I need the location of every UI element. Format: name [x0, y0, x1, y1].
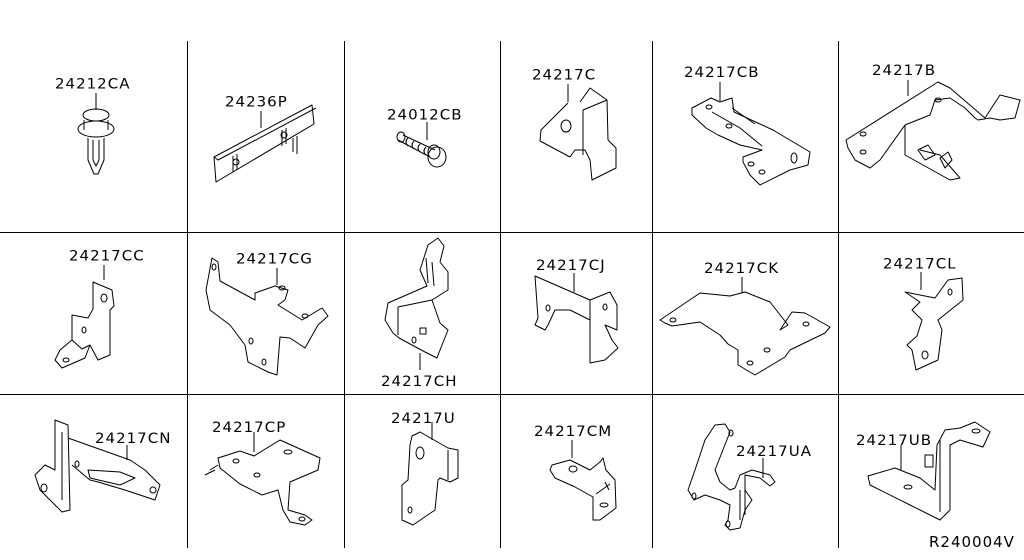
- part-label-24217CK[interactable]: 24217CK: [704, 259, 780, 277]
- bracket-24217CP-drawing: [204, 432, 321, 526]
- part-label-24217CM[interactable]: 24217CM: [534, 422, 613, 440]
- grid-divider-h2: [0, 394, 1024, 395]
- part-label-24236P[interactable]: 24236P: [225, 93, 288, 111]
- bracket-24217CC-drawing: [54, 265, 115, 369]
- bracket-24217UB-drawing: [867, 421, 991, 521]
- part-label-24217B[interactable]: 24217B: [872, 61, 937, 79]
- bracket-24217UA-drawing: [687, 423, 776, 531]
- bracket-24217CN-drawing: [34, 419, 161, 513]
- bracket-24217U-drawing: [401, 422, 459, 526]
- bracket-24217CG-drawing: [205, 257, 329, 376]
- part-label-24217CB[interactable]: 24217CB: [684, 63, 760, 81]
- clip-drawing: [77, 93, 115, 175]
- protector-drawing: [213, 104, 317, 183]
- bracket-24217CB-drawing: [691, 82, 811, 186]
- part-label-24217CJ[interactable]: 24217CJ: [536, 256, 606, 274]
- part-label-24217CC[interactable]: 24217CC: [69, 247, 145, 265]
- bracket-24217C-drawing: [539, 84, 617, 181]
- bracket-24217CM-drawing: [549, 440, 617, 521]
- bracket-24217CJ-drawing: [534, 273, 619, 364]
- part-label-24217UA[interactable]: 24217UA: [736, 442, 812, 460]
- part-label-24217CP[interactable]: 24217CP: [212, 418, 287, 436]
- part-label-24012CB[interactable]: 24012CB: [387, 106, 463, 124]
- diagram-reference-code: R240004V: [929, 533, 1015, 551]
- part-label-24217CN[interactable]: 24217CN: [95, 429, 172, 447]
- bolt-drawing: [396, 122, 447, 168]
- part-label-24217CL[interactable]: 24217CL: [883, 255, 957, 273]
- part-label-24217CG[interactable]: 24217CG: [236, 250, 313, 268]
- grid-divider-v3: [500, 41, 501, 548]
- bracket-24217CH-drawing: [384, 237, 449, 370]
- bracket-24217CK-drawing: [659, 277, 831, 376]
- part-label-24217U[interactable]: 24217U: [391, 409, 456, 427]
- grid-divider-v2: [344, 41, 345, 548]
- bracket-24217CL-drawing: [904, 272, 964, 371]
- part-label-24217CH[interactable]: 24217CH: [381, 372, 458, 390]
- grid-divider-v1: [187, 41, 188, 548]
- grid-divider-v4: [652, 41, 653, 548]
- grid-divider-h1: [0, 232, 1024, 233]
- bracket-24217B-drawing: [845, 80, 1021, 181]
- part-label-24217UB[interactable]: 24217UB: [856, 431, 932, 449]
- grid-divider-v5: [838, 41, 839, 548]
- part-label-24217C[interactable]: 24217C: [532, 66, 597, 84]
- part-label-24212CA[interactable]: 24212CA: [55, 75, 131, 93]
